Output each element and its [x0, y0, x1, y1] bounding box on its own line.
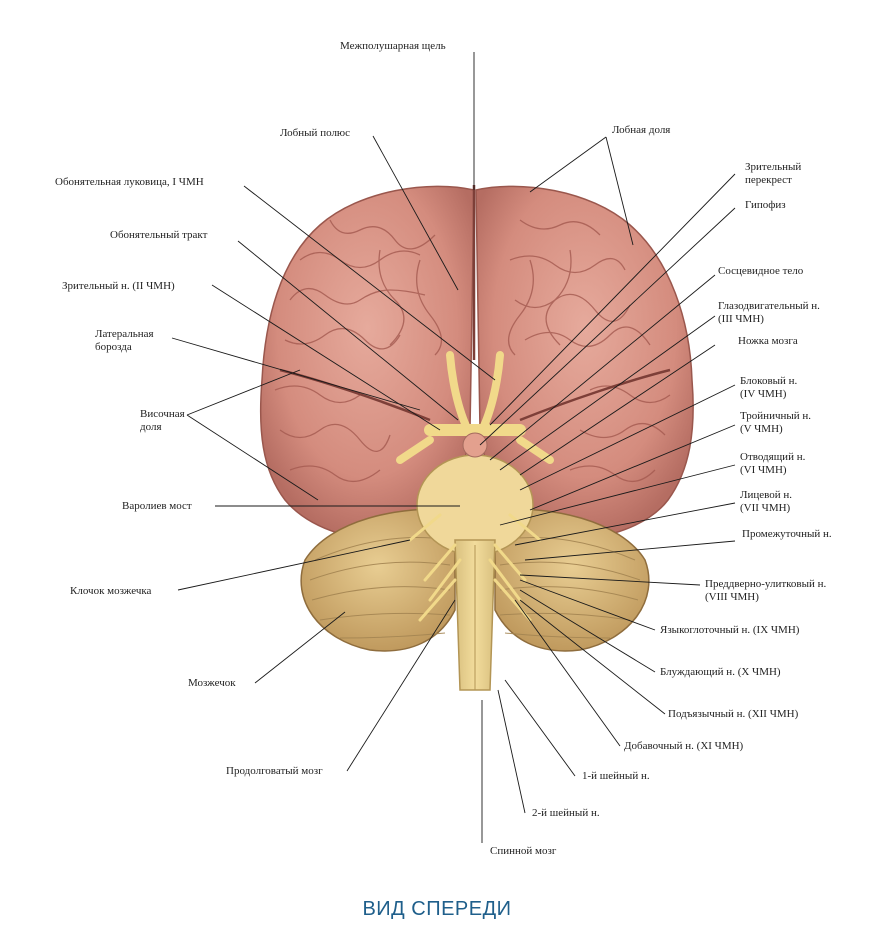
label-olfactory-tract: Обонятельный тракт [110, 229, 208, 241]
label-oculomotor-line1: Глазодвигательный н. [718, 300, 820, 312]
label-mammillary: Сосцевидное тело [718, 265, 804, 277]
leader-lines [171, 52, 736, 843]
label-intermediate: Промежуточный н. [742, 528, 832, 540]
label-vestibulocochlear-line2: (VIII ЧМН) [705, 591, 759, 603]
label-hypophysis: Гипофиз [745, 199, 786, 211]
label-cerebellum: Мозжечок [188, 677, 236, 689]
label-cerebral-peduncle: Ножка мозга [738, 335, 798, 347]
label-trochlear: Блоковый н.(IV ЧМН) [740, 375, 797, 401]
label-interhemispheric: Межполушарная щель [340, 40, 446, 52]
label-pons: Варолиев мост [122, 500, 192, 512]
label-medulla: Продолговатый мозг [226, 765, 323, 777]
label-oculomotor-line2: (III ЧМН) [718, 313, 764, 325]
gyri-pattern [274, 219, 671, 482]
label-cervical-2: 2-й шейный н. [532, 807, 600, 819]
label-optic-chiasm-line2: перекрест [745, 174, 792, 186]
label-trigeminal-line1: Тройничный н. [740, 410, 812, 422]
label-lateral-sulcus-line1: Латеральная [95, 328, 154, 340]
label-glossopharyngeal: Языкоглоточный н. (IX ЧМН) [660, 624, 800, 636]
label-facial: Лицевой н.(VII ЧМН) [740, 489, 792, 515]
label-abducens: Отводящий н.(VI ЧМН) [740, 451, 805, 477]
label-lateral-sulcus-line2: борозда [95, 341, 132, 353]
label-accessory: Добавочный н. (XI ЧМН) [624, 740, 744, 752]
label-vestibulocochlear-line1: Преддверно-улитковый н. [705, 578, 827, 590]
label-facial-line1: Лицевой н. [740, 489, 793, 501]
label-trochlear-line2: (IV ЧМН) [740, 388, 787, 400]
label-flocculus: Клочок мозжечка [70, 585, 152, 597]
cerebellum-left [300, 508, 456, 652]
label-cervical-1: 1-й шейный н. [582, 770, 650, 782]
label-facial-line2: (VII ЧМН) [740, 502, 791, 514]
label-vagus: Блуждающий н. (X ЧМН) [660, 666, 781, 678]
label-temporal-line1: Височная [140, 408, 185, 420]
label-spinal-cord: Спинной мозг [490, 845, 557, 857]
label-oculomotor: Глазодвигательный н.(III ЧМН) [718, 300, 820, 326]
cerebellum-right [494, 508, 650, 652]
label-optic-nerve: Зрительный н. (II ЧМН) [62, 280, 175, 292]
hypophysis-shape [462, 432, 488, 458]
label-hypoglossal: Подъязычный н. (XII ЧМН) [668, 708, 799, 720]
label-vestibulocochlear: Преддверно-улитковый н.(VIII ЧМН) [705, 578, 826, 604]
label-trigeminal: Тройничный н.(V ЧМН) [740, 410, 811, 436]
label-trochlear-line1: Блоковый н. [740, 375, 798, 387]
label-frontal-pole: Лобный полюс [280, 127, 351, 139]
label-frontal-lobe: Лобная доля [612, 124, 671, 136]
label-olfactory-bulb: Обонятельная луковица, I ЧМН [55, 176, 204, 188]
label-abducens-line1: Отводящий н. [740, 451, 806, 463]
label-optic-chiasm-line1: Зрительный [745, 161, 802, 173]
label-abducens-line2: (VI ЧМН) [740, 464, 787, 476]
figure-title: ВИД СПЕРЕДИ [362, 898, 512, 920]
label-temporal-line2: доля [140, 421, 162, 433]
label-trigeminal-line2: (V ЧМН) [740, 423, 783, 435]
